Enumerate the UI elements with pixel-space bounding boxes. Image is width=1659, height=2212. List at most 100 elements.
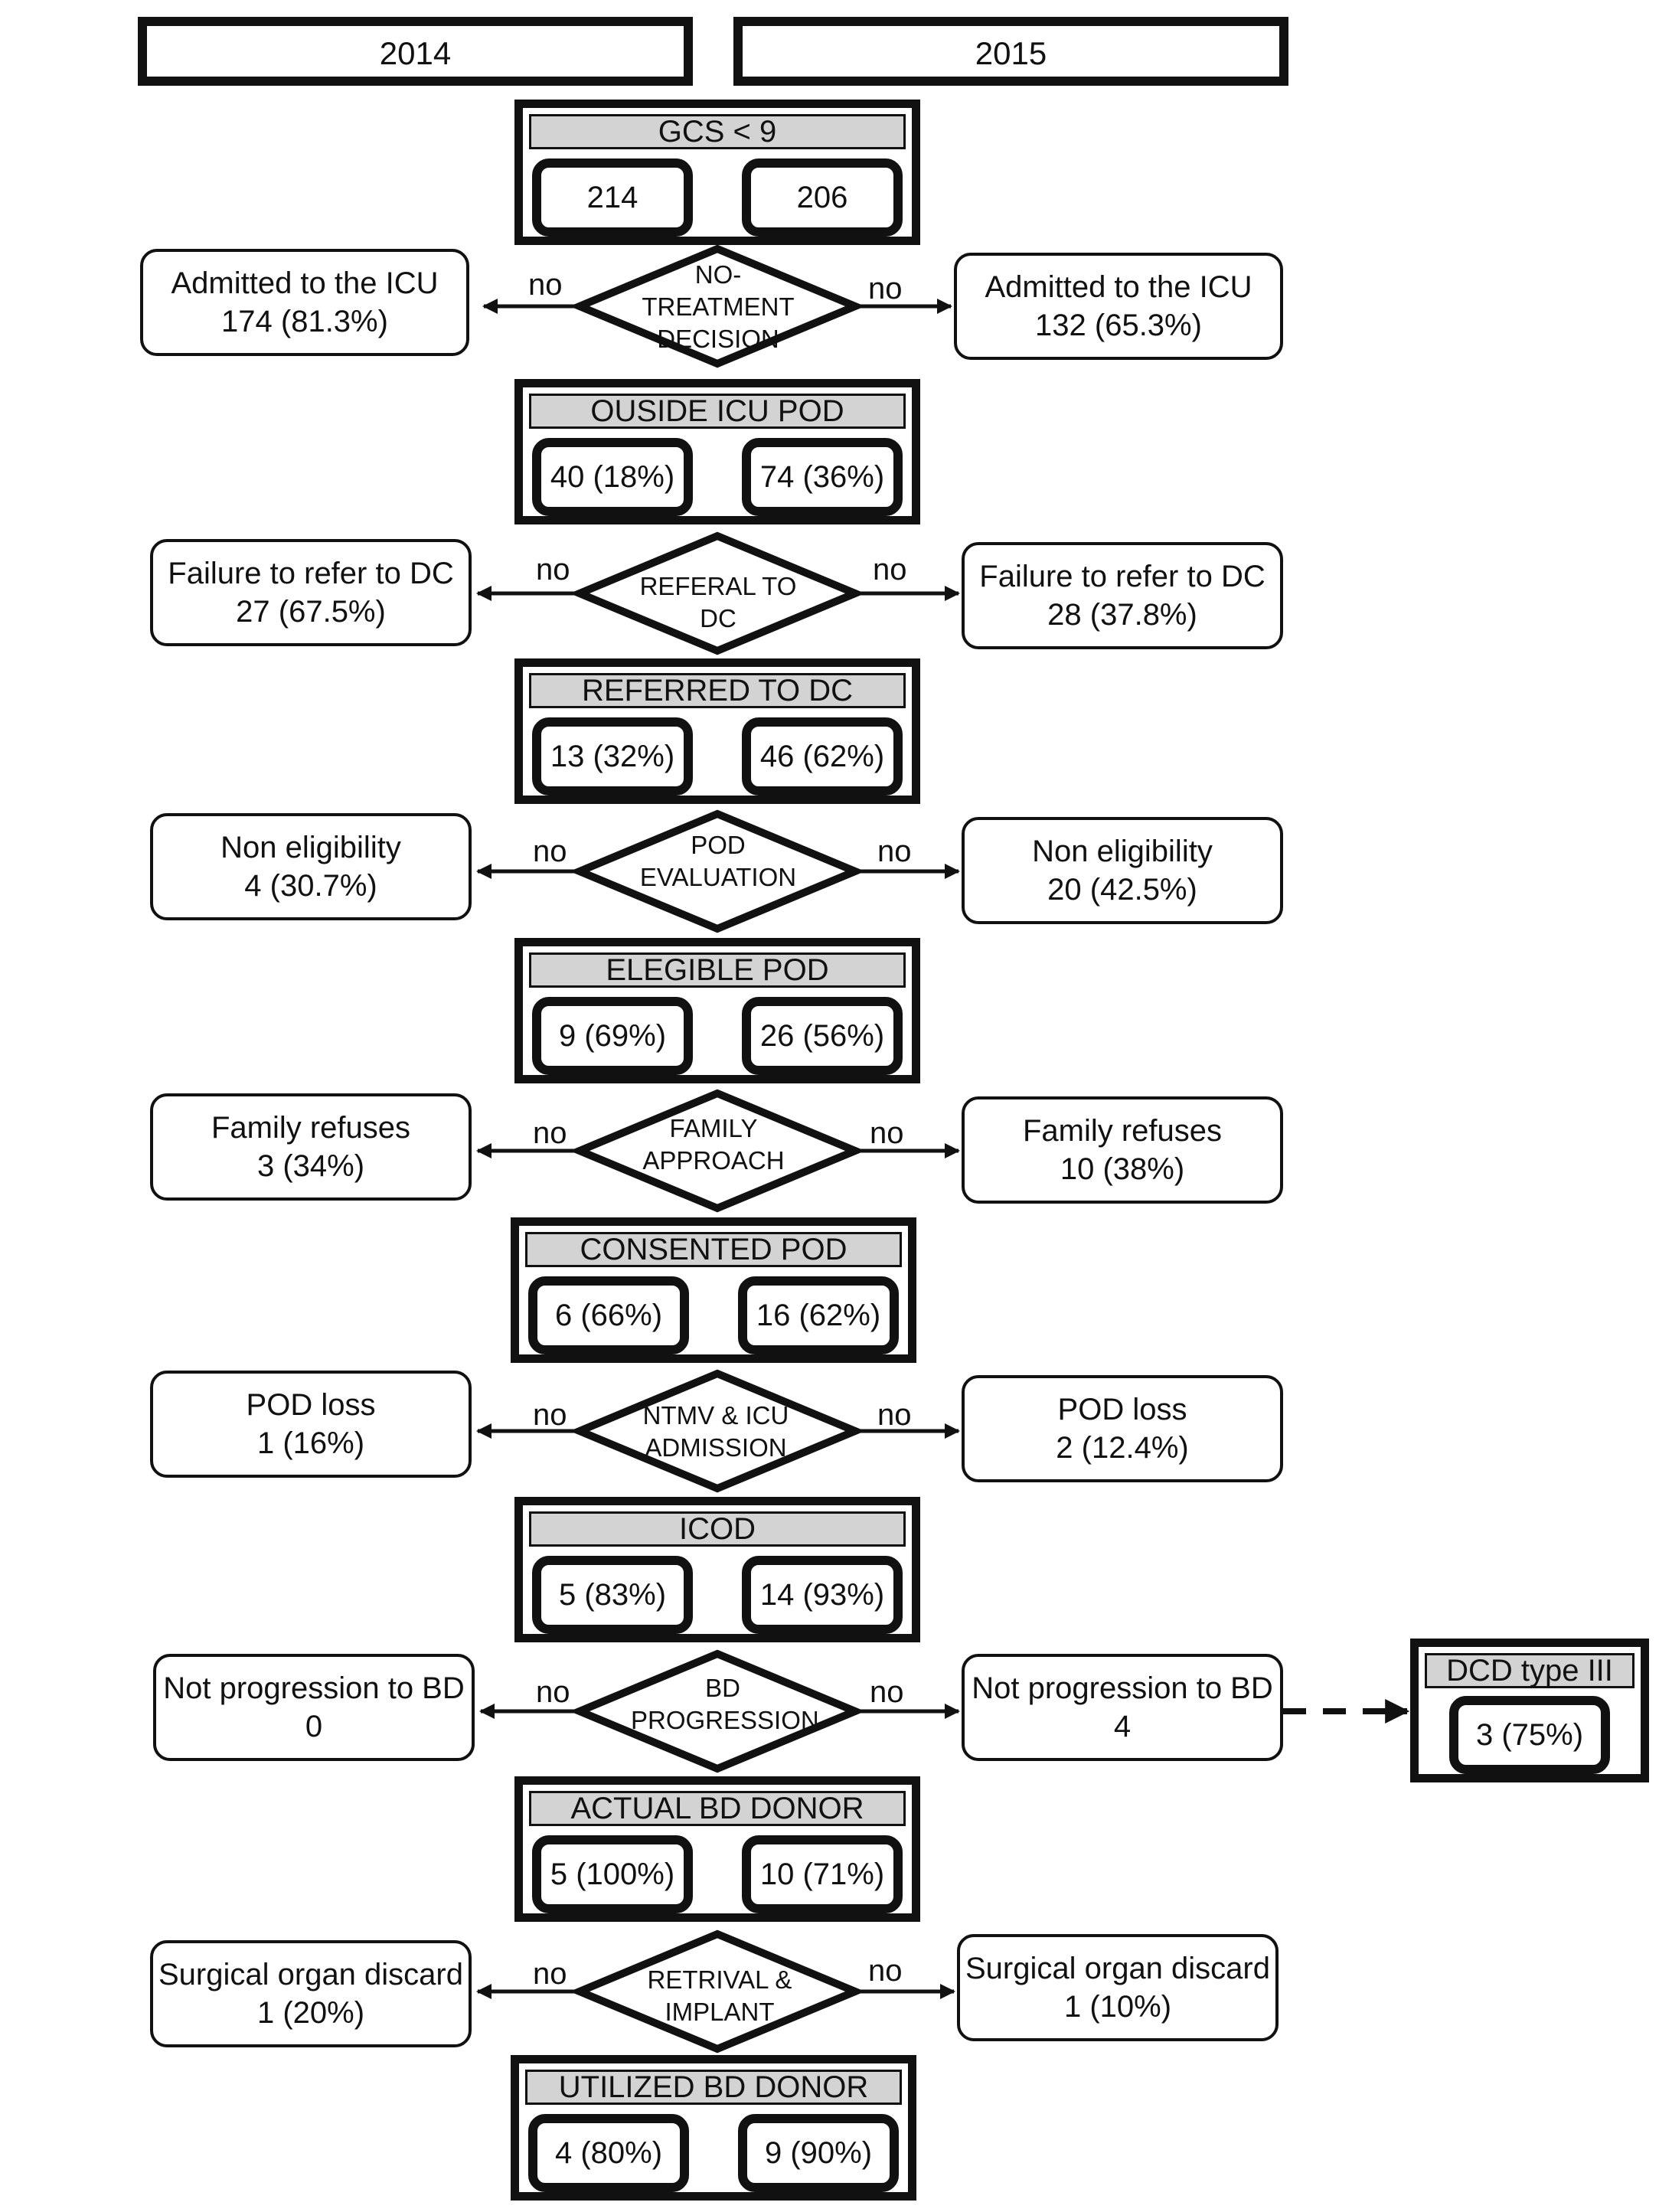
outcome-label: Family refuses [1022, 1114, 1223, 1148]
outcome-label: Non eligibility [1032, 835, 1213, 868]
outcome-2014-failure-refer: Failure to refer to DC 27 (67.5%) [150, 539, 472, 646]
stage-title: ACTUAL BD DONOR [529, 1791, 906, 1826]
dcd-title: DCD type III [1425, 1653, 1635, 1688]
outcome-label: Failure to refer to DC [168, 557, 454, 590]
outcome-2014-non-eligibility: Non eligibility 4 (30.7%) [150, 813, 472, 920]
outcome-value: 1 (10%) [1063, 1990, 1172, 2024]
decision-line: BD [705, 1674, 740, 1702]
decision-line: POD [691, 831, 746, 859]
stage-value-2015: 26 (56%) [742, 997, 903, 1075]
no-label: no [536, 553, 570, 586]
stage-icod: ICOD 5 (83%) 14 (93%) [514, 1497, 920, 1642]
no-label: no [533, 1957, 567, 1991]
outcome-label: Surgical organ discard [158, 1958, 463, 1991]
stage-title: ICOD [529, 1511, 906, 1547]
outcome-value: 3 (34%) [256, 1149, 365, 1183]
outcome-label: POD loss [246, 1388, 376, 1422]
outcome-2015-failure-refer: Failure to refer to DC 28 (37.8%) [962, 542, 1283, 649]
outcome-label: Non eligibility [220, 831, 401, 864]
outcome-value: 4 [1113, 1710, 1132, 1743]
outcome-2015-not-progression: Not progression to BD 4 [962, 1654, 1283, 1761]
stage-elegible-pod: ELEGIBLE POD 9 (69%) 26 (56%) [514, 938, 920, 1083]
no-label: no [877, 1398, 912, 1432]
outcome-2014-family-refuses: Family refuses 3 (34%) [150, 1093, 472, 1201]
stage-title: GCS < 9 [529, 114, 906, 149]
decision-line: TREATMENT [642, 292, 795, 321]
decision-diamond [570, 1089, 865, 1213]
outcome-label: POD loss [1057, 1393, 1187, 1426]
stage-actual-bd-donor: ACTUAL BD DONOR 5 (100%) 10 (71%) [514, 1776, 920, 1922]
outcome-label: Family refuses [211, 1111, 411, 1145]
stage-title: OUSIDE ICU POD [529, 394, 906, 429]
stage-value-2014: 5 (83%) [532, 1556, 693, 1634]
decision-diamond [570, 531, 865, 655]
outcome-value: 20 (42.5%) [1047, 873, 1197, 907]
no-label: no [877, 835, 912, 868]
decision-bd-progression: BD PROGRESSION [631, 1672, 819, 1737]
stage-value-2014: 6 (66%) [528, 1276, 689, 1354]
outcome-2015-pod-loss: POD loss 2 (12.4%) [962, 1375, 1283, 1482]
no-label: no [870, 1675, 904, 1709]
stage-value-2015: 14 (93%) [742, 1556, 903, 1634]
outcome-2015-admitted-icu: Admitted to the ICU 132 (65.3%) [954, 253, 1283, 360]
outcome-2015-family-refuses: Family refuses 10 (38%) [962, 1096, 1283, 1204]
decision-line: NO- [694, 260, 742, 289]
outcome-value: 27 (67.5%) [236, 595, 386, 629]
stage-utilized-bd-donor: UTILIZED BD DONOR 4 (80%) 9 (90%) [511, 2055, 916, 2201]
outcome-value: 1 (20%) [256, 1996, 365, 2030]
outcome-value: 174 (81.3%) [221, 305, 388, 338]
decision-diamond [570, 1649, 865, 1773]
year-2015-header: 2015 [733, 17, 1288, 86]
stage-value-2015: 10 (71%) [742, 1835, 903, 1913]
outcome-label: Not progression to BD [972, 1671, 1273, 1705]
stage-outside-icu-pod: OUSIDE ICU POD 40 (18%) 74 (36%) [514, 379, 920, 524]
stage-value-2014: 40 (18%) [532, 438, 693, 516]
decision-line: EVALUATION [639, 863, 797, 891]
decision-ntmv-icu-admission: NTMV & ICU ADMISSION [624, 1400, 808, 1464]
outcome-value: 2 (12.4%) [1056, 1431, 1189, 1465]
outcome-2014-surgical-discard: Surgical organ discard 1 (20%) [150, 1940, 472, 2047]
stage-value-2014: 9 (69%) [532, 997, 693, 1075]
decision-referal-to-dc: REFERAL TO DC [626, 570, 810, 635]
outcome-value: 28 (37.8%) [1047, 598, 1197, 632]
decision-line: REFERAL TO [639, 572, 797, 600]
outcome-2014-not-progression: Not progression to BD 0 [153, 1654, 475, 1761]
no-label: no [528, 268, 563, 302]
no-label: no [533, 835, 567, 868]
outcome-label: Failure to refer to DC [979, 560, 1265, 593]
dcd-value: 3 (75%) [1449, 1696, 1610, 1774]
no-label: no [536, 1675, 570, 1709]
no-label: no [873, 553, 907, 586]
no-label: no [533, 1116, 567, 1150]
dcd-type-iii-box: DCD type III 3 (75%) [1410, 1639, 1649, 1782]
decision-diamond [570, 1369, 865, 1493]
decision-line: APPROACH [642, 1146, 785, 1175]
outcome-value: 132 (65.3%) [1035, 309, 1202, 342]
stage-value-2015: 16 (62%) [738, 1276, 899, 1354]
stage-value-2015: 206 [742, 158, 903, 237]
decision-pod-evaluation: POD EVALUATION [626, 829, 810, 894]
decision-retrival-implant: RETRIVAL & IMPLANT [628, 1964, 812, 2028]
stage-title: CONSENTED POD [525, 1232, 902, 1267]
outcome-value: 4 (30.7%) [244, 869, 377, 903]
decision-line: ADMISSION [645, 1433, 787, 1462]
outcome-value: 10 (38%) [1060, 1152, 1185, 1186]
outcome-2014-pod-loss: POD loss 1 (16%) [150, 1371, 472, 1478]
no-label: no [868, 272, 903, 305]
stage-value-2014: 5 (100%) [532, 1835, 693, 1913]
stage-consented-pod: CONSENTED POD 6 (66%) 16 (62%) [511, 1217, 916, 1363]
stage-value-2015: 74 (36%) [742, 438, 903, 516]
stage-title: ELEGIBLE POD [529, 952, 906, 988]
decision-no-treatment: NO- TREATMENT DECISION [626, 259, 810, 355]
stage-value-2014: 214 [532, 158, 693, 237]
outcome-label: Not progression to BD [163, 1671, 465, 1705]
decision-line: RETRIVAL & [647, 1965, 792, 1994]
decision-family-approach: FAMILY APPROACH [622, 1113, 805, 1177]
stage-value-2015: 9 (90%) [738, 2114, 899, 2192]
outcome-value: 0 [305, 1710, 323, 1743]
outcome-label: Surgical organ discard [965, 1952, 1270, 1985]
decision-diamond [570, 809, 865, 933]
outcome-2015-surgical-discard: Surgical organ discard 1 (10%) [957, 1934, 1279, 2041]
